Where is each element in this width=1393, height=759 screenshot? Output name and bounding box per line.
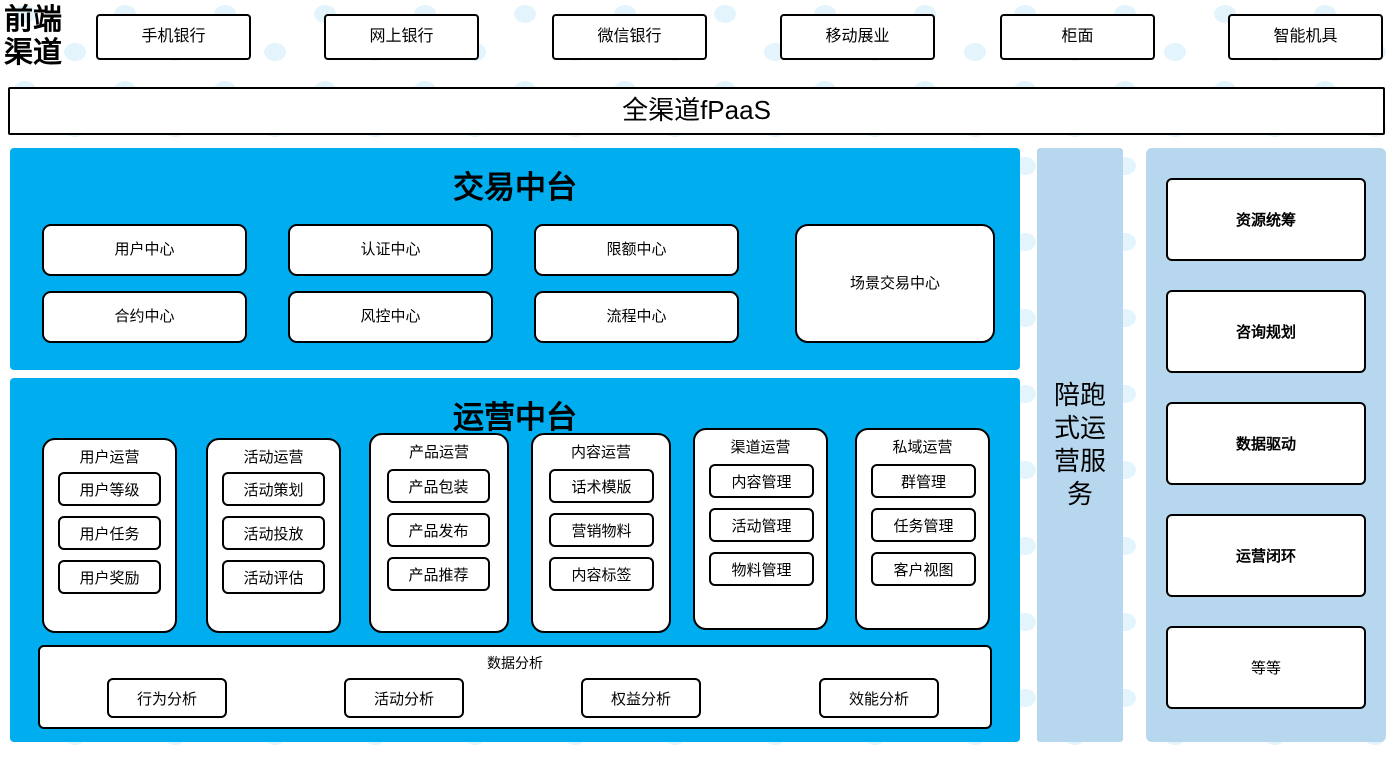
- ops-column-content-title: 内容运营: [570, 444, 631, 461]
- accompany-service-label: 陪跑式运营服务: [1053, 380, 1106, 509]
- ops-column-product[interactable]: 产品运营 产品包装 产品发布 产品推荐: [369, 433, 509, 633]
- ops-item-user-level[interactable]: 用户等级: [58, 472, 161, 506]
- data-analysis-item-performance[interactable]: 效能分析: [819, 678, 939, 718]
- ops-item-marketing-material[interactable]: 营销物料: [549, 513, 654, 547]
- ops-item-script-template[interactable]: 话术模版: [549, 469, 654, 503]
- trade-box-risk-center[interactable]: 风控中心: [288, 291, 493, 343]
- ops-item-customer-view[interactable]: 客户视图: [871, 552, 976, 586]
- ops-item-user-task[interactable]: 用户任务: [58, 516, 161, 550]
- channel-box-wechat-bank[interactable]: 微信银行: [552, 14, 707, 60]
- service-box-etc[interactable]: 等等: [1166, 626, 1366, 709]
- ops-item-activity-planning[interactable]: 活动策划: [222, 472, 325, 506]
- ops-column-content[interactable]: 内容运营 话术模版 营销物料 内容标签: [531, 433, 671, 633]
- accompany-service-band: 陪跑式运营服务: [1037, 148, 1123, 742]
- ops-item-activity-delivery[interactable]: 活动投放: [222, 516, 325, 550]
- channel-box-online-bank[interactable]: 网上银行: [324, 14, 479, 60]
- trade-center-panel: 交易中台 用户中心 认证中心 限额中心 合约中心 风控中心 流程中心 场景交易中…: [10, 148, 1020, 370]
- ops-item-product-recommend[interactable]: 产品推荐: [387, 557, 490, 591]
- service-box-ops-closed-loop[interactable]: 运营闭环: [1166, 514, 1366, 597]
- ops-column-activity[interactable]: 活动运营 活动策划 活动投放 活动评估: [206, 438, 341, 633]
- ops-item-product-release[interactable]: 产品发布: [387, 513, 490, 547]
- service-box-data-driven[interactable]: 数据驱动: [1166, 402, 1366, 485]
- channel-box-mobile-biz[interactable]: 移动展业: [780, 14, 935, 60]
- ops-center-title: 运营中台: [453, 400, 577, 435]
- omnichannel-fpaas-bar[interactable]: 全渠道fPaaS: [8, 87, 1385, 135]
- data-analysis-group[interactable]: 数据分析 行为分析 活动分析 权益分析 效能分析: [38, 645, 992, 729]
- trade-box-scenario-trade-center[interactable]: 场景交易中心: [795, 224, 995, 343]
- ops-column-user[interactable]: 用户运营 用户等级 用户任务 用户奖励: [42, 438, 177, 633]
- data-analysis-item-behavior[interactable]: 行为分析: [107, 678, 227, 718]
- ops-column-user-title: 用户运营: [79, 449, 140, 466]
- trade-box-user-center[interactable]: 用户中心: [42, 224, 247, 276]
- channel-box-smart-device[interactable]: 智能机具: [1228, 14, 1383, 60]
- service-box-resource-coordination[interactable]: 资源统筹: [1166, 178, 1366, 261]
- services-panel: 资源统筹 咨询规划 数据驱动 运营闭环 等等: [1146, 148, 1386, 742]
- data-analysis-item-benefit[interactable]: 权益分析: [581, 678, 701, 718]
- ops-item-activity-evaluate[interactable]: 活动评估: [222, 560, 325, 594]
- trade-box-contract-center[interactable]: 合约中心: [42, 291, 247, 343]
- ops-column-private-domain[interactable]: 私域运营 群管理 任务管理 客户视图: [855, 428, 990, 630]
- ops-column-activity-title: 活动运营: [243, 449, 304, 466]
- ops-item-group-manage[interactable]: 群管理: [871, 464, 976, 498]
- ops-item-task-manage[interactable]: 任务管理: [871, 508, 976, 542]
- ops-item-activity-manage[interactable]: 活动管理: [709, 508, 814, 542]
- channel-box-mobile-bank[interactable]: 手机银行: [96, 14, 251, 60]
- ops-column-private-domain-title: 私域运营: [892, 439, 953, 456]
- ops-item-material-manage[interactable]: 物料管理: [709, 552, 814, 586]
- ops-column-product-title: 产品运营: [408, 444, 469, 461]
- ops-item-product-packaging[interactable]: 产品包装: [387, 469, 490, 503]
- ops-item-content-tag[interactable]: 内容标签: [549, 557, 654, 591]
- data-analysis-title: 数据分析: [487, 655, 543, 671]
- ops-item-user-reward[interactable]: 用户奖励: [58, 560, 161, 594]
- ops-center-panel: 运营中台 用户运营 用户等级 用户任务 用户奖励 活动运营 活动策划 活动投放 …: [10, 378, 1020, 742]
- service-box-consulting-planning[interactable]: 咨询规划: [1166, 290, 1366, 373]
- frontend-channel-label: 前端 渠道: [4, 4, 63, 69]
- ops-item-content-manage[interactable]: 内容管理: [709, 464, 814, 498]
- channel-box-counter[interactable]: 柜面: [1000, 14, 1155, 60]
- trade-box-process-center[interactable]: 流程中心: [534, 291, 739, 343]
- trade-box-limit-center[interactable]: 限额中心: [534, 224, 739, 276]
- trade-center-title: 交易中台: [453, 170, 577, 205]
- ops-column-channel-title: 渠道运营: [730, 439, 791, 456]
- ops-column-channel[interactable]: 渠道运营 内容管理 活动管理 物料管理: [693, 428, 828, 630]
- data-analysis-item-activity[interactable]: 活动分析: [344, 678, 464, 718]
- trade-box-auth-center[interactable]: 认证中心: [288, 224, 493, 276]
